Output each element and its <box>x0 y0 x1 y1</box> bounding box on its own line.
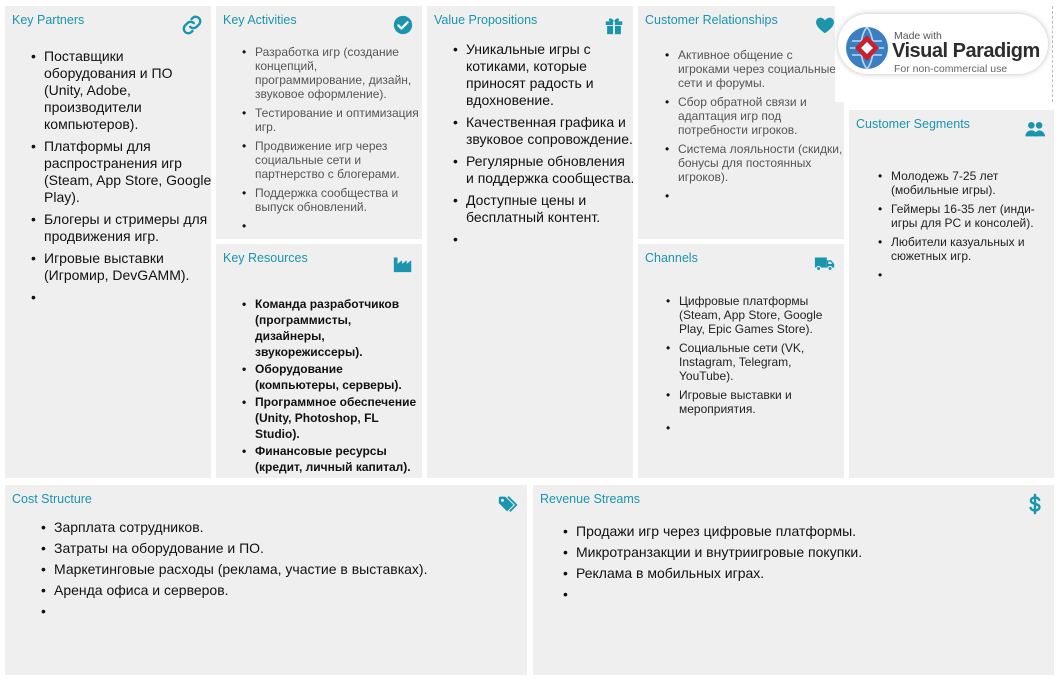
customer-relationships-list: Активное общение с игроками через социал… <box>665 48 843 203</box>
key-activities-list: Разработка игр (создание концепций, прог… <box>242 45 420 233</box>
customer-segments-list: Молодежь 7-25 лет (мобильные игры). Гейм… <box>878 169 1051 282</box>
list-item: Игровые выставки и мероприятия. <box>666 388 841 416</box>
heart-icon <box>814 14 836 36</box>
visual-paradigm-logo-icon <box>844 25 890 71</box>
key-activities-block: Key Activities Разработка игр (создание … <box>216 6 422 239</box>
cost-structure-list: Зарплата сотрудников. Затраты на оборудо… <box>41 519 514 620</box>
list-item: Блогеры и стримеры для продвижения игр. <box>31 211 211 245</box>
customer-relationships-title: Customer Relationships <box>645 13 778 27</box>
link-icon <box>181 14 203 36</box>
revenue-streams-list: Продажи игр через цифровые платформы. Ми… <box>563 523 1036 603</box>
list-item: Платформы для распространения игр (Steam… <box>31 138 211 206</box>
list-item: Затраты на оборудование и ПО. <box>41 540 514 557</box>
list-item: Социальные сети (VK, Instagram, Telegram… <box>666 341 841 383</box>
list-item: Доступные цены и бесплатный контент. <box>453 192 633 226</box>
list-item: Команда разработчиков (программисты, диз… <box>242 296 422 360</box>
list-item: Сбор обратной связи и адаптация игр под … <box>665 95 843 137</box>
list-item: Разработка игр (создание концепций, прог… <box>242 45 420 101</box>
list-item: Оборудование (компьютеры, серверы). <box>242 361 422 393</box>
users-icon <box>1024 118 1046 140</box>
list-item: Игровые выставки (Игромир, DevGAMM). <box>31 250 211 284</box>
list-item: Качественная графика и звуковое сопровож… <box>453 114 633 148</box>
revenue-streams-block: Revenue Streams Продажи игр через цифров… <box>533 485 1054 675</box>
list-item: Поставщики оборудования и ПО (Unity, Ado… <box>31 48 211 133</box>
list-item: Система лояльности (скидки, бонусы для п… <box>665 142 843 184</box>
dollar-icon <box>1024 493 1046 515</box>
visual-paradigm-logo: Made with Visual Paradigm For non-commer… <box>835 6 1053 102</box>
logo-made-with: Made with <box>894 30 942 42</box>
truck-icon <box>814 252 836 274</box>
list-item: Поддержка сообщества и выпуск обновлений… <box>242 186 420 214</box>
list-item: Уникальные игры с котиками, которые прин… <box>453 41 633 109</box>
list-item: Активное общение с игроками через социал… <box>665 48 843 90</box>
factory-icon <box>392 252 414 274</box>
customer-segments-block: Customer Segments Молодежь 7-25 лет (моб… <box>849 110 1054 478</box>
cost-structure-block: Cost Structure Зарплата сотрудников. Зат… <box>5 485 527 675</box>
key-partners-list: Поставщики оборудования и ПО (Unity, Ado… <box>31 48 211 306</box>
tags-icon <box>497 493 519 515</box>
customer-relationships-block: Customer Relationships Активное общение … <box>638 6 844 239</box>
dashed-border <box>1051 6 1053 102</box>
logo-brand: Visual Paradigm <box>892 40 1040 62</box>
cost-structure-title: Cost Structure <box>12 492 92 506</box>
list-item: Аренда офиса и серверов. <box>41 582 514 599</box>
value-propositions-title: Value Propositions <box>434 13 538 27</box>
list-item: Маркетинговые расходы (реклама, участие … <box>41 561 514 578</box>
list-item: Продвижение игр через социальные сети и … <box>242 139 420 181</box>
channels-block: Channels Цифровые платформы (Steam, App … <box>638 244 844 478</box>
gift-icon <box>603 14 625 36</box>
customer-segments-title: Customer Segments <box>856 117 970 131</box>
key-resources-title: Key Resources <box>223 251 308 265</box>
channels-list: Цифровые платформы (Steam, App Store, Go… <box>666 294 841 435</box>
list-item: Молодежь 7-25 лет (мобильные игры). <box>878 169 1051 197</box>
list-item: Цифровые платформы (Steam, App Store, Go… <box>666 294 841 336</box>
list-item: Программное обеспечение (Unity, Photosho… <box>242 394 422 442</box>
key-activities-title: Key Activities <box>223 13 297 27</box>
revenue-streams-title: Revenue Streams <box>540 492 641 506</box>
list-item: Микротранзакции и внутриигровые покупки. <box>563 544 1036 561</box>
check-circle-icon <box>392 14 414 36</box>
key-partners-title: Key Partners <box>12 13 85 27</box>
list-item: Реклама в мобильных играх. <box>563 565 1036 582</box>
list-item: Продажи игр через цифровые платформы. <box>563 523 1036 540</box>
logo-license: For non-commercial use <box>894 63 1008 75</box>
value-propositions-list: Уникальные игры с котиками, которые прин… <box>453 41 633 248</box>
key-partners-block: Key Partners Поставщики оборудования и П… <box>5 6 211 478</box>
list-item: Любители казуальных и сюжетных игр. <box>878 235 1051 263</box>
list-item: Тестирование и оптимизация игр. <box>242 106 420 134</box>
list-item: Регулярные обновления и поддержка сообще… <box>453 153 633 187</box>
channels-title: Channels <box>645 251 698 265</box>
logo-badge: Made with Visual Paradigm For non-commer… <box>838 14 1048 75</box>
list-item: Геймеры 16-35 лет (инди-игры для PC и ко… <box>878 202 1051 230</box>
key-resources-list: Команда разработчиков (программисты, диз… <box>242 296 422 476</box>
key-resources-block: Key Resources Команда разработчиков (про… <box>216 244 422 478</box>
value-propositions-block: Value Propositions Уникальные игры с кот… <box>427 6 633 478</box>
list-item: Зарплата сотрудников. <box>41 519 514 536</box>
list-item: Финансовые ресурсы (кредит, личный капит… <box>242 443 422 475</box>
